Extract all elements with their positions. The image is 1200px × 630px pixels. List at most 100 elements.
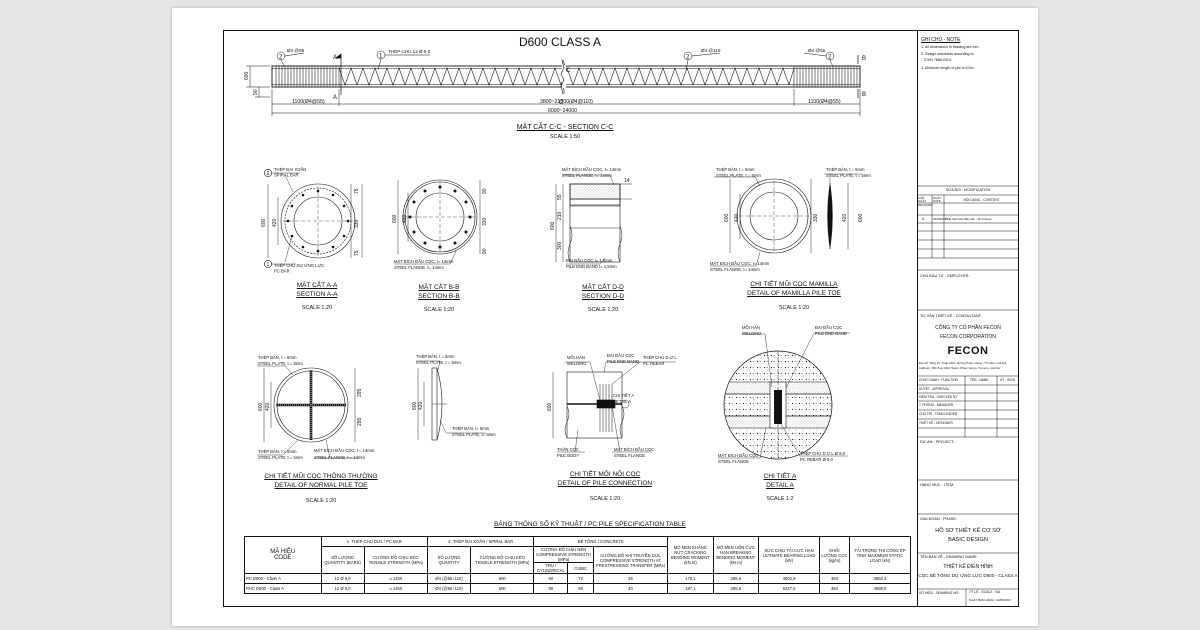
break-header: MÔ MEN UỐN CỰC HẠN BREAKING BENDING MOME… xyxy=(712,536,760,574)
revision-a: A xyxy=(922,217,925,221)
svg-text:330: 330 xyxy=(813,213,819,222)
spiral-bar-header: 2 THÉP ĐAI XOẮN / SPIRAL BAR xyxy=(426,536,535,547)
section-aa-title-vn: MẶT CẮT A-A xyxy=(296,282,338,289)
fecon-logo: FECON xyxy=(947,345,989,357)
qty2-header: SỐ LƯỢNG QUANTITY xyxy=(426,546,472,574)
revision-col: CẬP NHẬT REVISION xyxy=(918,196,933,207)
table-row: PHC D600 - Class A 12 Ø 9,0≥ 1450 Ø4 (@5… xyxy=(244,583,912,594)
mamilla-scale: SCALE 1:20 xyxy=(778,305,810,311)
svg-text:3800~21800(Ø4@110): 3800~21800(Ø4@110) xyxy=(540,99,593,105)
drawing-name-en: CỌC BÊ TÔNG DỰ ỨNG LỰC D600 - CLASS A xyxy=(918,573,1018,578)
svg-text:600: 600 xyxy=(412,401,418,410)
elevation-scale: SCALE 1:50 xyxy=(549,134,581,140)
svg-text:THÉP CHỦ D.Ư.L: THÉP CHỦ D.Ư.L xyxy=(643,355,677,360)
section-dd-title-vn: MẶT CẮT D-D xyxy=(582,284,624,291)
cyl-header: TRỤ / CYLINDRICAL xyxy=(533,562,569,574)
svg-text:2: 2 xyxy=(828,55,832,61)
detail-a-title-en: DETAIL A xyxy=(766,482,794,489)
svg-text:600: 600 xyxy=(724,213,730,222)
svg-text:MỐI HÀN: MỐI HÀN xyxy=(742,325,760,330)
cubic-header: CUBIC xyxy=(567,562,594,574)
svg-text:PILE BODY: PILE BODY xyxy=(557,453,579,458)
concrete-header: BÊ TÔNG / CONCRETE xyxy=(533,536,669,547)
svg-text:420: 420 xyxy=(842,213,848,222)
svg-text:ĐAI ĐẦU CỌC: ĐAI ĐẦU CỌC xyxy=(815,325,842,330)
project-label: DỰ ÁN - PROJECT: xyxy=(920,440,955,444)
svg-text:STEEL FLANGE, t= 14mm: STEEL FLANGE, t= 14mm xyxy=(710,267,760,272)
svg-text:WELDING: WELDING xyxy=(567,361,587,366)
svg-text:STEEL PLATE, t = 5mm: STEEL PLATE, t = 5mm xyxy=(716,173,761,178)
svg-text:300: 300 xyxy=(557,241,563,250)
section-d-d xyxy=(555,174,632,265)
svg-text:6000~24000: 6000~24000 xyxy=(548,108,577,114)
crack-header: MÔ MEN KHÁNG NỨT CRACKING BENDING MOMENT… xyxy=(667,536,714,574)
svg-text:SPIRAL BAR: SPIRAL BAR xyxy=(274,173,299,178)
title-block xyxy=(917,30,1019,607)
svg-text:55: 55 xyxy=(557,194,563,200)
comp-header: CƯỜNG ĐỘ CHỊU NÉN COMPRESSIVE STRENGTH (… xyxy=(533,546,594,563)
svg-text:2: 2 xyxy=(267,171,270,177)
svg-text:90: 90 xyxy=(482,188,488,194)
tensile2-header: CƯỜNG ĐỘ CHỊU KÉO TENSILE STRENGTH (MPa) xyxy=(470,546,535,574)
svg-text:A: A xyxy=(333,55,337,61)
note-1: 1. All dimensions in drawing are mm. xyxy=(921,45,980,49)
content-col: NỘI DUNG - CONTENT xyxy=(963,198,1000,202)
drawing-name-vn: THIẾT KẾ ĐIỂN HÌNH xyxy=(943,564,993,570)
transfer-header: CƯỜNG ĐỘ KHI TRUYỀN DƯL COMPRESSIVE STRE… xyxy=(592,546,669,574)
phase-vn: HỒ SƠ THIẾT KẾ CƠ SỞ xyxy=(935,528,1001,534)
svg-text:STEEL PLATE, t = 5mm: STEEL PLATE, t = 5mm xyxy=(416,360,461,365)
pc-bar-header: 1 THÉP CHỦ DƯL / PC BAR xyxy=(320,536,428,547)
svg-text:75: 75 xyxy=(354,250,360,256)
svg-text:600: 600 xyxy=(392,214,398,223)
revision-content: Phát hành lần đầu tiên - First issue xyxy=(945,217,992,221)
svg-text:STEEL FLANGE: STEEL FLANGE xyxy=(614,453,645,458)
svg-text:THÉP CHỦ D.Ư.L Ø 9,0: THÉP CHỦ D.Ư.L Ø 9,0 xyxy=(800,451,846,456)
svg-text:MẶT BÍCH ĐẦU CỌC, t= 14mm: MẶT BÍCH ĐẦU CỌC, t= 14mm xyxy=(710,261,770,266)
pile-elevation: A A B B C C 2 1 2 2 Ø4 @55 THÉP CHỦ 12 Ø… xyxy=(244,48,866,116)
svg-text:STEEL FLANGE, t= 14mm: STEEL FLANGE, t= 14mm xyxy=(394,265,444,270)
svg-text:PC REBAR Ø 9,0: PC REBAR Ø 9,0 xyxy=(800,457,833,462)
svg-text:ĐAI ĐẦU CỌC t= 1,5mm: ĐAI ĐẦU CỌC t= 1,5mm xyxy=(566,258,613,263)
svg-text:Ø4 @55: Ø4 @55 xyxy=(287,48,305,53)
address-vn: Địa chỉ: Tầng 15, Tháp CEO, đường Phạm H… xyxy=(919,361,1007,365)
svg-text:THÂN CỌC: THÂN CỌC xyxy=(557,447,579,452)
section-aa-title-en: SECTION A-A xyxy=(296,291,338,298)
svg-text:330: 330 xyxy=(354,219,360,228)
svg-text:THÉP BẢN, t = 5mm: THÉP BẢN, t = 5mm xyxy=(716,167,755,172)
normal-toe-title-vn: CHI TIẾT MŨI CỌC THÔNG THƯỜNG xyxy=(264,473,378,480)
qty-header: SỐ LƯỢNG QUANTITY (BARS) xyxy=(320,546,365,574)
connection-scale: SCALE 1:20 xyxy=(589,496,621,502)
table-row: PC D600 - Class A 12 Ø 9,0≥ 1450 Ø4 (@55… xyxy=(244,573,912,584)
svg-text:THÉP CHỦ DỰ ỨNG LỰC: THÉP CHỦ DỰ ỨNG LỰC xyxy=(274,263,324,268)
function-col: CHỨC DANH - FUNCTION xyxy=(919,378,958,382)
name-col: TÊN - NAME xyxy=(970,378,989,382)
svg-text:STEEL PLATE, t= 8mm: STEEL PLATE, t= 8mm xyxy=(452,432,496,437)
drawing-sheet xyxy=(172,8,1038,626)
svg-text:1: 1 xyxy=(267,262,270,268)
detail-a: MỐI HÀN WELDING ĐAI ĐẦU CỌC PILE END BAN… xyxy=(718,325,850,464)
svg-text:STEEL FLANGE, t = 14mm: STEEL FLANGE, t = 14mm xyxy=(314,455,365,460)
tensile-header: CƯỜNG ĐỘ CHỊU KÉO TENSILE STRENGTH (MPa) xyxy=(363,546,428,574)
svg-text:THÉP BẢN, t = 5mm: THÉP BẢN, t = 5mm xyxy=(258,449,297,454)
svg-text:A: A xyxy=(333,95,337,101)
address-en: Address: 15th floor CEO Tower, Pham Hung… xyxy=(919,366,1000,370)
notes-title: GHI CHÚ - NOTE xyxy=(921,37,961,43)
svg-text:295: 295 xyxy=(357,388,363,397)
svg-text:420: 420 xyxy=(418,401,424,410)
svg-text:STEEL PLATE, t = 5mm: STEEL PLATE, t = 5mm xyxy=(826,173,871,178)
svg-text:600: 600 xyxy=(244,71,250,80)
date-col: NGÀY DATE xyxy=(933,196,942,204)
svg-text:MẶT BÍCH ĐẦU CỌC: MẶT BÍCH ĐẦU CỌC xyxy=(718,453,758,458)
svg-text:MẶT BÍCH ĐẦU CỌC: MẶT BÍCH ĐẦU CỌC xyxy=(614,447,654,452)
normal-pile-toe xyxy=(257,365,358,459)
section-aa-scale: SCALE 1:20 xyxy=(301,305,333,311)
section-a-a xyxy=(264,169,363,268)
drawing-no-label: SỐ HIỆU - DRAWING NO.: xyxy=(919,591,961,595)
sheet-scale: TỶ LỆ - SCALE : NA xyxy=(969,590,1001,594)
svg-text:PILE END BAND: PILE END BAND xyxy=(815,331,847,336)
svg-text:C: C xyxy=(559,100,564,106)
sign-col: KÝ - SIGN xyxy=(1000,378,1015,382)
svg-text:STEEL PLATE, t = 8mm: STEEL PLATE, t = 8mm xyxy=(258,361,303,366)
svg-text:420: 420 xyxy=(265,402,271,411)
svg-text:PC REBAR: PC REBAR xyxy=(643,361,664,366)
